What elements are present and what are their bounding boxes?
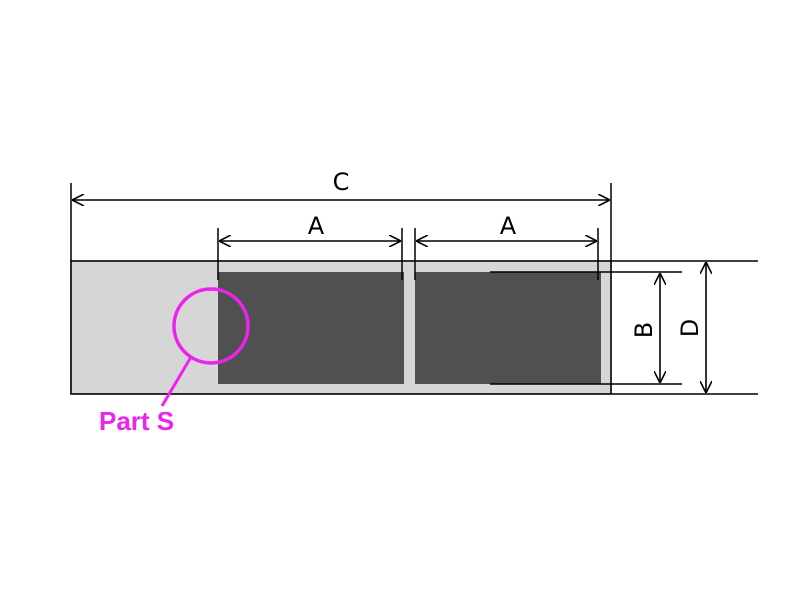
- dimension-label-d: D: [676, 319, 704, 337]
- dimension-label-b: B: [630, 322, 658, 338]
- extension-lines: [70, 183, 758, 395]
- dimension-label-a-right: A: [500, 212, 517, 240]
- electrode-pad-right: [415, 272, 601, 384]
- part-s-label: Part S: [99, 406, 174, 436]
- part-s-highlight-circle: [172, 287, 250, 365]
- electrode-pad-left: [218, 272, 404, 384]
- dimension-label-c: C: [333, 168, 350, 196]
- part-s-leader-line: [160, 356, 193, 407]
- dimension-label-a-left: A: [308, 212, 325, 240]
